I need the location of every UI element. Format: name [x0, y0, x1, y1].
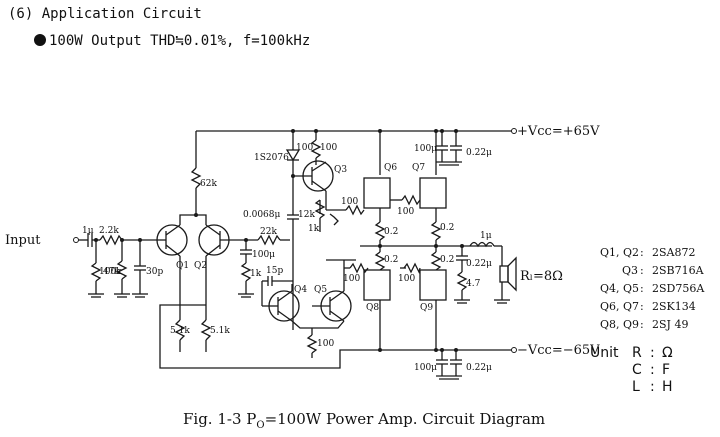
unit-sym: R [632, 345, 642, 361]
r-q3a-label: 100 [296, 143, 313, 153]
c-pos-f-label: 0.22μ [466, 148, 492, 158]
speaker-icon [499, 265, 509, 283]
legend-part: 2SJ 49 [652, 318, 688, 331]
c-neg-f-label: 0.22μ [466, 363, 492, 373]
unit-val: H [662, 379, 673, 395]
r-in-label: 2.2k [99, 226, 119, 236]
r-12k-label: 12k [298, 210, 315, 220]
q8-label: Q8 [366, 303, 379, 313]
diode-1s2076 [285, 149, 301, 162]
legend-colon: : [640, 264, 644, 277]
legend-colon: : [640, 282, 644, 295]
caption-sub: O [256, 420, 265, 431]
unit-colon: : [650, 345, 655, 361]
r-s7-label: 0.2 [440, 223, 454, 233]
legend-part: 2SA872 [652, 246, 695, 259]
legend-colon: : [640, 318, 644, 331]
vcc-pos-label: +Vcc=+65V [517, 124, 600, 139]
caption-prefix: Fig. 1-3 P [183, 410, 257, 428]
r-47k-label: 47k [103, 267, 120, 277]
r-1k-label: 1k [250, 269, 262, 279]
figure-caption: Fig. 1-3 PO=100W Power Amp. Circuit Diag… [183, 410, 545, 431]
vcc-neg-label: −Vcc=−65V [517, 343, 600, 358]
input-label: Input [5, 233, 41, 248]
d1-label: 1S2076 [254, 153, 289, 163]
c-0008-label: 0.0068μ [243, 210, 280, 220]
unit-sym: L [632, 379, 640, 395]
r-s8-label: 0.2 [384, 255, 398, 265]
r-22k-label: 22k [260, 227, 277, 237]
vcc-neg-terminal [511, 347, 517, 353]
unit-val: F [662, 362, 670, 378]
parts-legend: Q1, Q2 : 2SA872 Q3 : 2SB716A Q4, Q5 : 2S… [600, 246, 705, 331]
q2-label: Q2 [194, 261, 207, 271]
legend-label: Q1, Q2 [600, 246, 639, 259]
load-label: Rₗ=8Ω [520, 269, 563, 284]
legend-colon: : [640, 246, 644, 259]
legend-colon: : [640, 300, 644, 313]
unit-sym: C [632, 362, 642, 378]
q8-mosfet [363, 269, 391, 301]
unit-colon: : [650, 379, 655, 395]
c-100u-fb-label: 100μ [252, 250, 275, 260]
legend-part: 2SB716A [652, 264, 705, 277]
c-30p-label: 30p [146, 267, 163, 277]
l-out-label: 1μ [480, 231, 492, 241]
unit-colon: : [650, 362, 655, 378]
legend-part: 2SD756A [652, 282, 705, 295]
r-g8-label: 100 [343, 274, 360, 284]
unit-title: Unit [590, 345, 619, 361]
q9-mosfet [419, 269, 447, 301]
legend-label: Q3 [622, 264, 638, 277]
r-100k-label: 100k [99, 267, 122, 277]
c-15p-label: 15p [266, 266, 283, 276]
input-terminal [73, 237, 79, 243]
q5-label: Q5 [314, 285, 327, 295]
legend-label: Q8, Q9 [600, 318, 639, 331]
vcc-pos-terminal [511, 128, 517, 134]
legend-part: 2SK134 [652, 300, 696, 313]
r-q3b-label: 100 [320, 143, 337, 153]
r-62k-label: 62k [200, 179, 217, 189]
c-pos-e-label: 100μ [414, 144, 437, 154]
q3-label: Q3 [334, 165, 347, 175]
q1-label: Q1 [176, 261, 189, 271]
bullet-icon [34, 34, 46, 46]
legend-label: Q4, Q5 [600, 282, 639, 295]
legend-label: Q6, Q7 [600, 300, 639, 313]
q1-transistor [156, 224, 188, 256]
q6-mosfet [363, 177, 391, 209]
c-in-label: 1μ [82, 226, 94, 236]
section-heading: (6) Application Circuit [8, 6, 202, 22]
q6-label: Q6 [384, 163, 397, 173]
input-resistor [99, 234, 123, 246]
c-neg-e-label: 100μ [414, 363, 437, 373]
q7-mosfet [419, 177, 447, 209]
q9-label: Q9 [420, 303, 433, 313]
q7-label: Q7 [412, 163, 425, 173]
c-zobel-label: 0.22μ [466, 259, 492, 269]
unit-val: Ω [662, 345, 673, 361]
unit-legend: Unit R : Ω C : F L : H [590, 345, 673, 395]
subtitle-text: 100W Output THD≒0.01%, f=100kHz [49, 33, 311, 49]
r-s6-label: 0.2 [384, 227, 398, 237]
r-1k-pot-label: 1k [308, 224, 320, 234]
r-s9-label: 0.2 [440, 255, 454, 265]
r-g6-label: 100 [341, 197, 358, 207]
caption-suffix: =100W Power Amp. Circuit Diagram [264, 410, 546, 428]
r-zobel-label: 4.7 [466, 279, 481, 289]
r-g9-label: 100 [398, 274, 415, 284]
r-g7-label: 100 [397, 207, 414, 217]
r-100-q4-label: 100 [317, 339, 334, 349]
r-51k-b-label: 5.1k [210, 326, 230, 336]
output-inductor [469, 241, 495, 248]
subtitle: 100W Output THD≒0.01%, f=100kHz [34, 33, 310, 49]
q4-label: Q4 [294, 285, 307, 295]
r-51k-a-label: 5.1k [170, 326, 190, 336]
